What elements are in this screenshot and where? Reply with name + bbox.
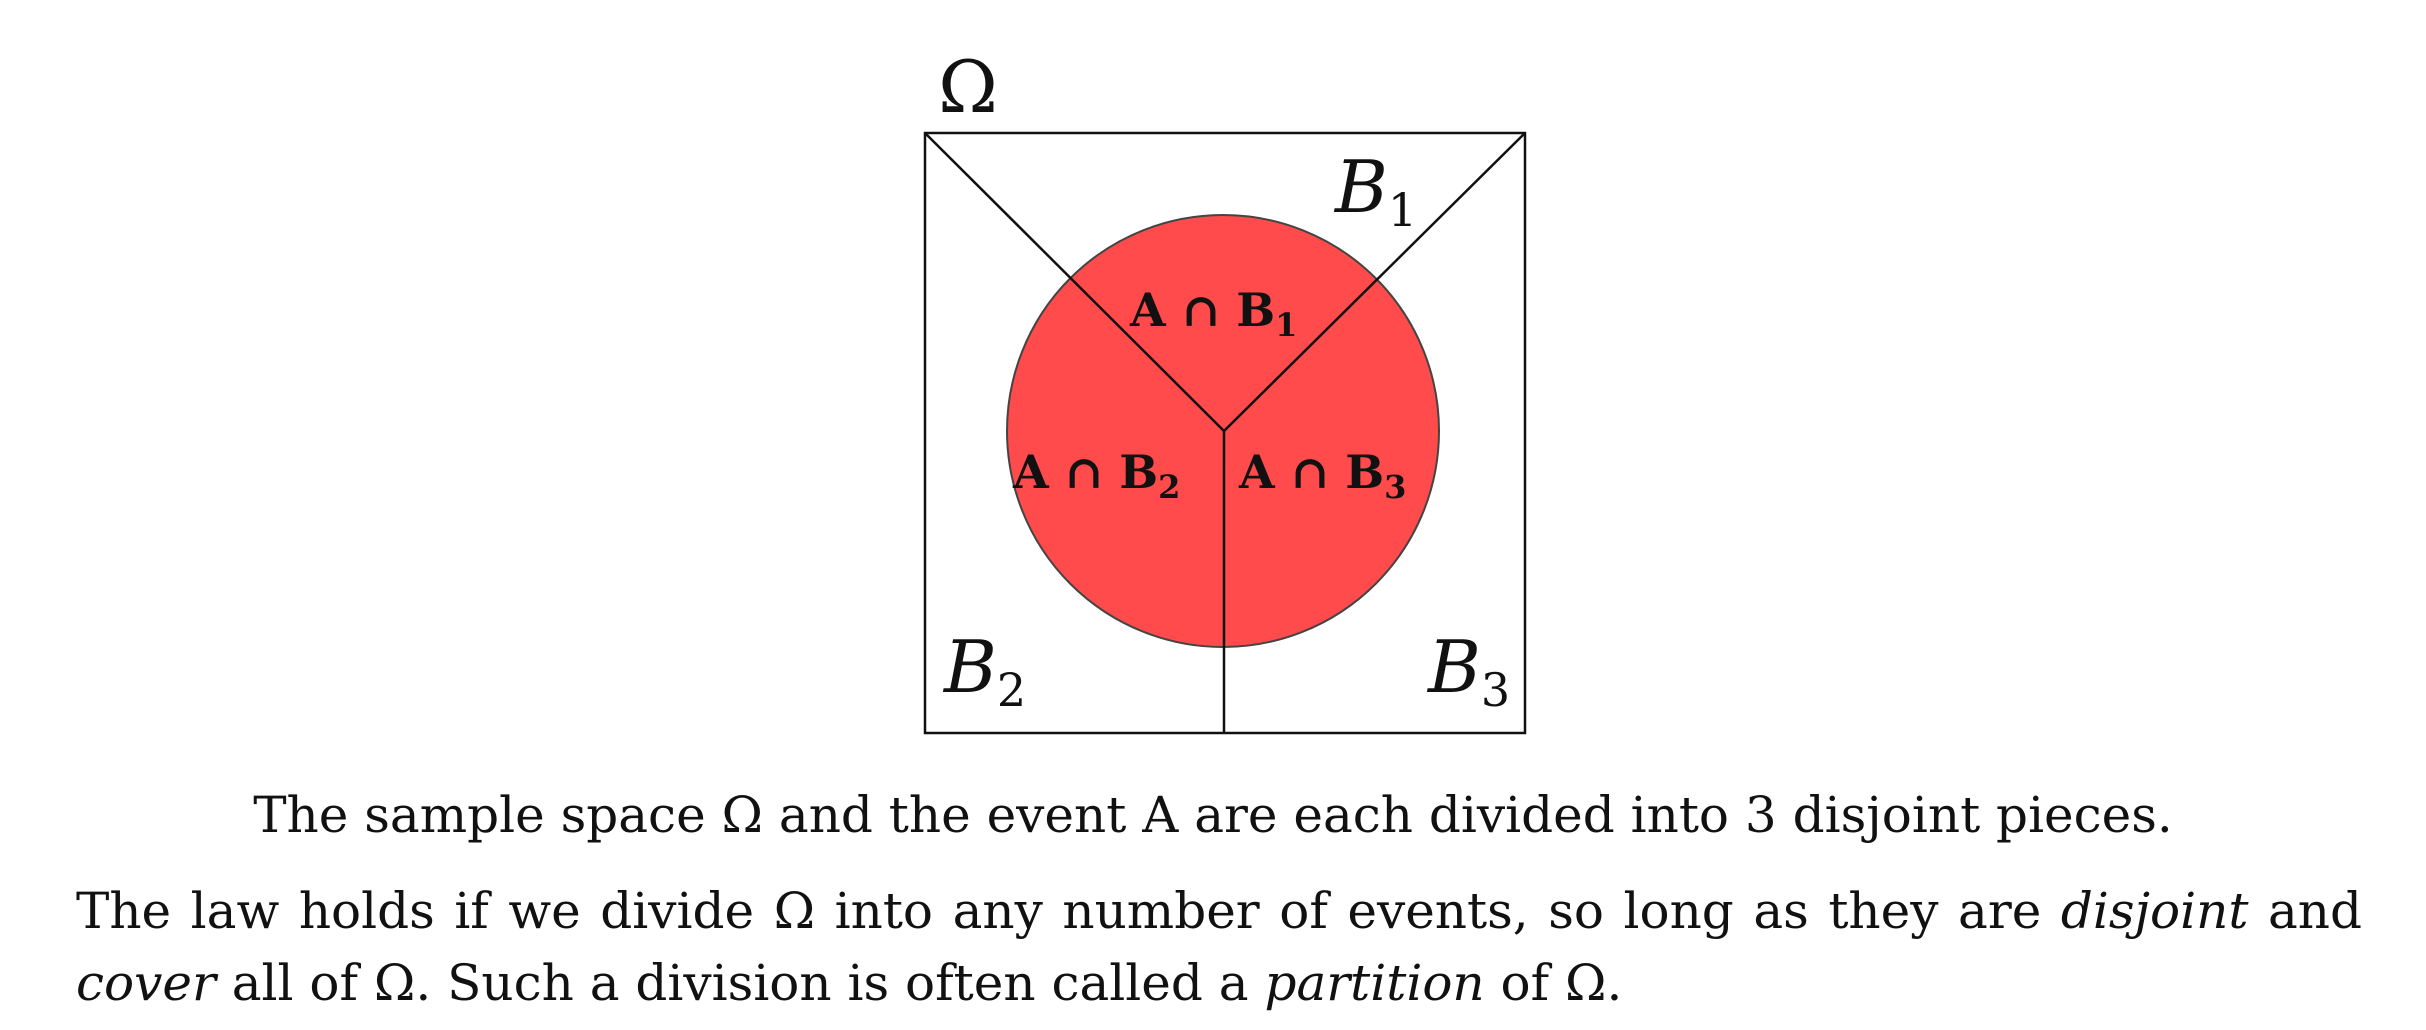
region-b2-label: B2	[942, 625, 1026, 717]
intersection-ab3-label: A ∩ B3	[1238, 445, 1406, 506]
paragraph-text-4: of Ω.	[1484, 954, 1623, 1012]
figure-caption: The sample space Ω and the event A are e…	[253, 786, 2173, 844]
partition-line-right	[1223, 132, 1526, 432]
region-b3-label: B3	[1426, 625, 1510, 717]
region-b1-label: B1	[1333, 145, 1417, 237]
omega-label: Ω	[938, 45, 998, 129]
paragraph-text-2: and	[2248, 882, 2362, 940]
term-cover: cover	[76, 954, 216, 1012]
term-disjoint: disjoint	[2060, 882, 2249, 940]
intersection-ab1-label: A ∩ B1	[1129, 283, 1297, 344]
explanation-paragraph: The law holds if we divide Ω into any nu…	[76, 875, 2362, 1019]
partition-line-left	[924, 132, 1225, 432]
paragraph-text-1: The law holds if we divide Ω into any nu…	[76, 882, 2061, 940]
term-partition: partition	[1264, 954, 1485, 1012]
paragraph-text-3: all of Ω. Such a division is often calle…	[215, 954, 1265, 1012]
intersection-ab2-label: A ∩ B2	[1012, 445, 1180, 506]
